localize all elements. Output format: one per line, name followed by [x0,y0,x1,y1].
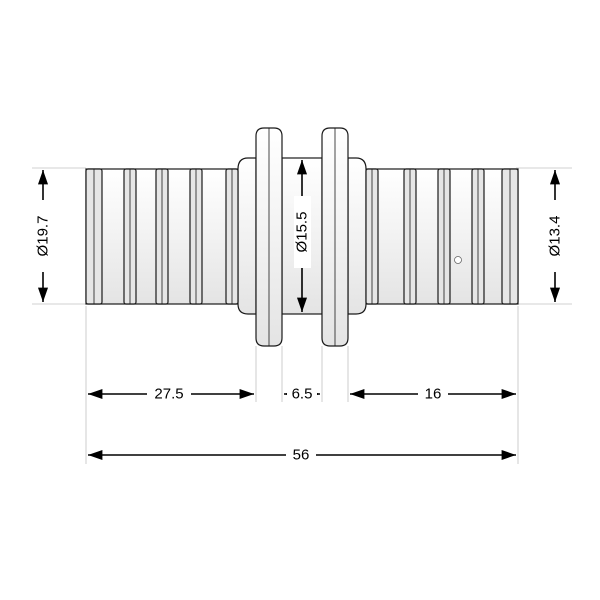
center-diameter-label: Ø15.5 [294,212,311,253]
right-length-label: 16 [425,386,442,403]
right-diameter-label: Ø13.4 [547,216,564,257]
extension-lines [32,167,572,464]
center-length-label: 6.5 [292,386,313,403]
left-diameter-label: Ø19.7 [35,216,52,257]
marker-dot [454,256,462,264]
rib-highlights [93,128,511,346]
label-backgrounds [34,196,564,465]
left-length-label: 27.5 [154,386,183,403]
total-length-label: 56 [293,447,310,464]
